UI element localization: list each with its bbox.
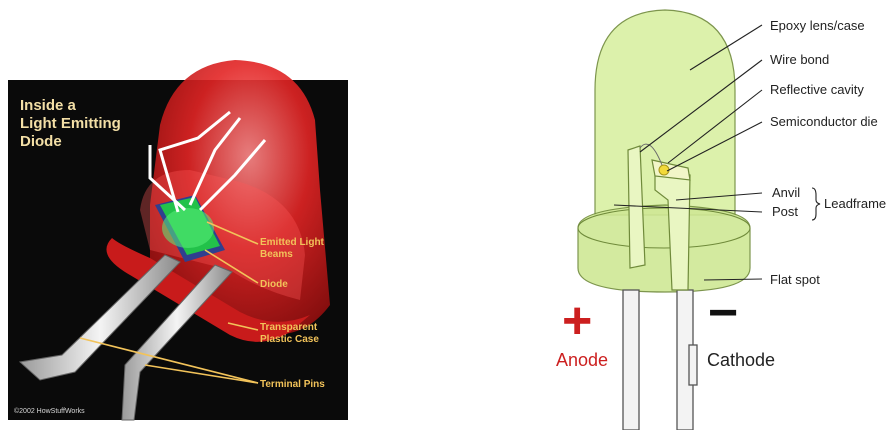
epoxy-lens xyxy=(578,10,750,292)
label-semiconductor-die: Semiconductor die xyxy=(770,114,878,129)
label-cathode: Cathode xyxy=(707,350,775,370)
semiconductor-die xyxy=(659,165,669,175)
label-anode: Anode xyxy=(556,350,608,370)
leadframe-brace xyxy=(812,188,820,220)
label-epoxy-lens: Epoxy lens/case xyxy=(770,18,865,33)
label-flat-spot: Flat spot xyxy=(770,272,820,287)
label-wire-bond: Wire bond xyxy=(770,52,829,67)
label-post: Post xyxy=(772,204,798,219)
label-anvil: Anvil xyxy=(772,185,800,200)
anode-plus-sign: + xyxy=(562,292,592,350)
label-reflective-cavity: Reflective cavity xyxy=(770,82,864,97)
cathode-minus-sign: − xyxy=(708,284,738,342)
label-leadframe: Leadframe xyxy=(824,196,886,211)
leads xyxy=(623,290,697,430)
